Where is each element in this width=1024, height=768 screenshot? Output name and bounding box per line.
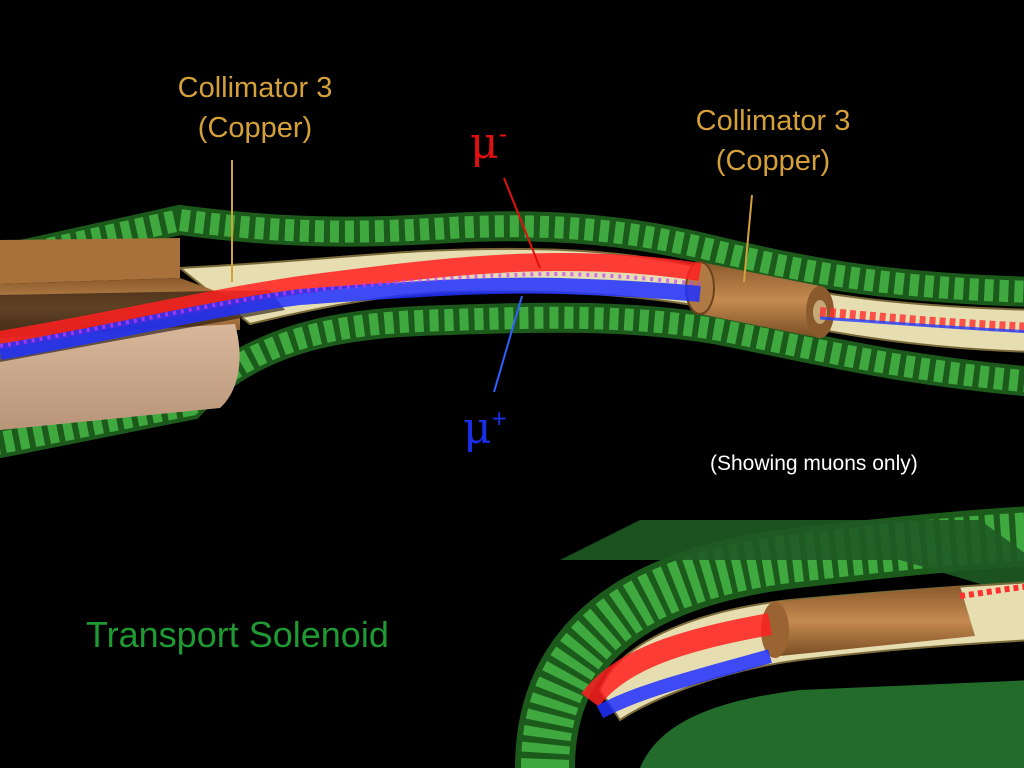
- left-collimator-material: (Copper): [197, 112, 313, 144]
- right-collimator-label: Collimator 3 (Copper): [668, 101, 878, 181]
- mu-minus-leader: [503, 177, 541, 269]
- mu-minus-label: μ-: [470, 118, 507, 169]
- mu-plus-symbol: μ: [463, 403, 492, 454]
- right-collimator-name: Collimator 3: [695, 105, 851, 137]
- left-collimator-name: Collimator 3: [177, 72, 333, 104]
- mu-minus-symbol: μ: [470, 118, 499, 169]
- right-collimator-leader: [743, 194, 753, 283]
- upper-solenoid-coils: [0, 204, 1024, 459]
- left-collimator-label: Collimator 3 (Copper): [150, 68, 360, 148]
- lower-solenoid: [515, 506, 1024, 768]
- mu-plus-leader: [493, 295, 523, 393]
- mu-plus-charge: +: [491, 403, 507, 434]
- upper-muon-tracks: [0, 252, 1024, 360]
- muons-only-note: (Showing muons only): [710, 452, 918, 475]
- mu-minus-charge: -: [498, 118, 508, 149]
- mu-plus-label: μ+: [463, 403, 507, 454]
- right-collimator-material: (Copper): [715, 145, 831, 177]
- transport-solenoid-title: Transport Solenoid: [86, 614, 389, 655]
